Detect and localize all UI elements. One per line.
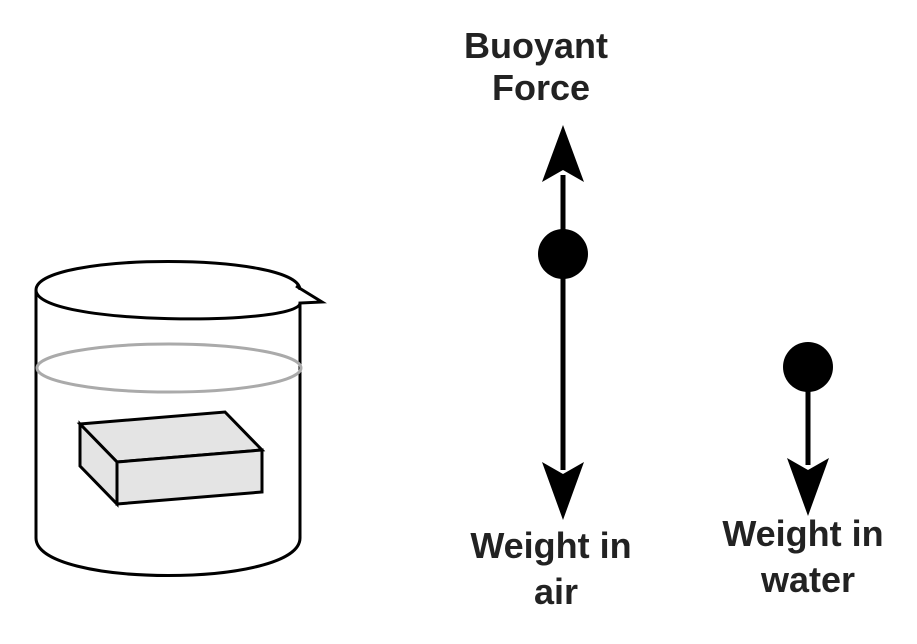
object-dot-air — [538, 229, 588, 279]
buoyant-force-label-line-1: Buoyant — [464, 25, 608, 66]
beaker-bottom — [34, 537, 302, 577]
water-surface — [35, 342, 303, 394]
weight-in-air-label-line-2: air — [534, 571, 578, 612]
submerged-block — [76, 410, 266, 508]
weight-in-air-label: Weight in air — [470, 525, 641, 612]
weight-in-air-arrowhead — [542, 462, 584, 520]
force-diagram-air — [538, 125, 588, 520]
beaker-rim-front — [34, 284, 327, 321]
weight-in-water-label-line-1: Weight in — [722, 513, 883, 554]
buoyant-force-label: Buoyant Force — [464, 25, 618, 108]
force-diagram-water — [783, 342, 833, 516]
weight-in-water-arrowhead — [787, 458, 829, 516]
weight-in-water-label-line-2: water — [760, 559, 855, 600]
buoyant-force-arrowhead — [542, 125, 584, 182]
weight-in-water-label: Weight in water — [722, 513, 893, 600]
buoyant-force-label-line-2: Force — [492, 67, 590, 108]
beaker-rim-back — [34, 260, 302, 291]
object-dot-water — [783, 342, 833, 392]
beaker — [34, 260, 327, 577]
block-front-face — [115, 448, 264, 506]
weight-in-air-label-line-1: Weight in — [470, 525, 631, 566]
